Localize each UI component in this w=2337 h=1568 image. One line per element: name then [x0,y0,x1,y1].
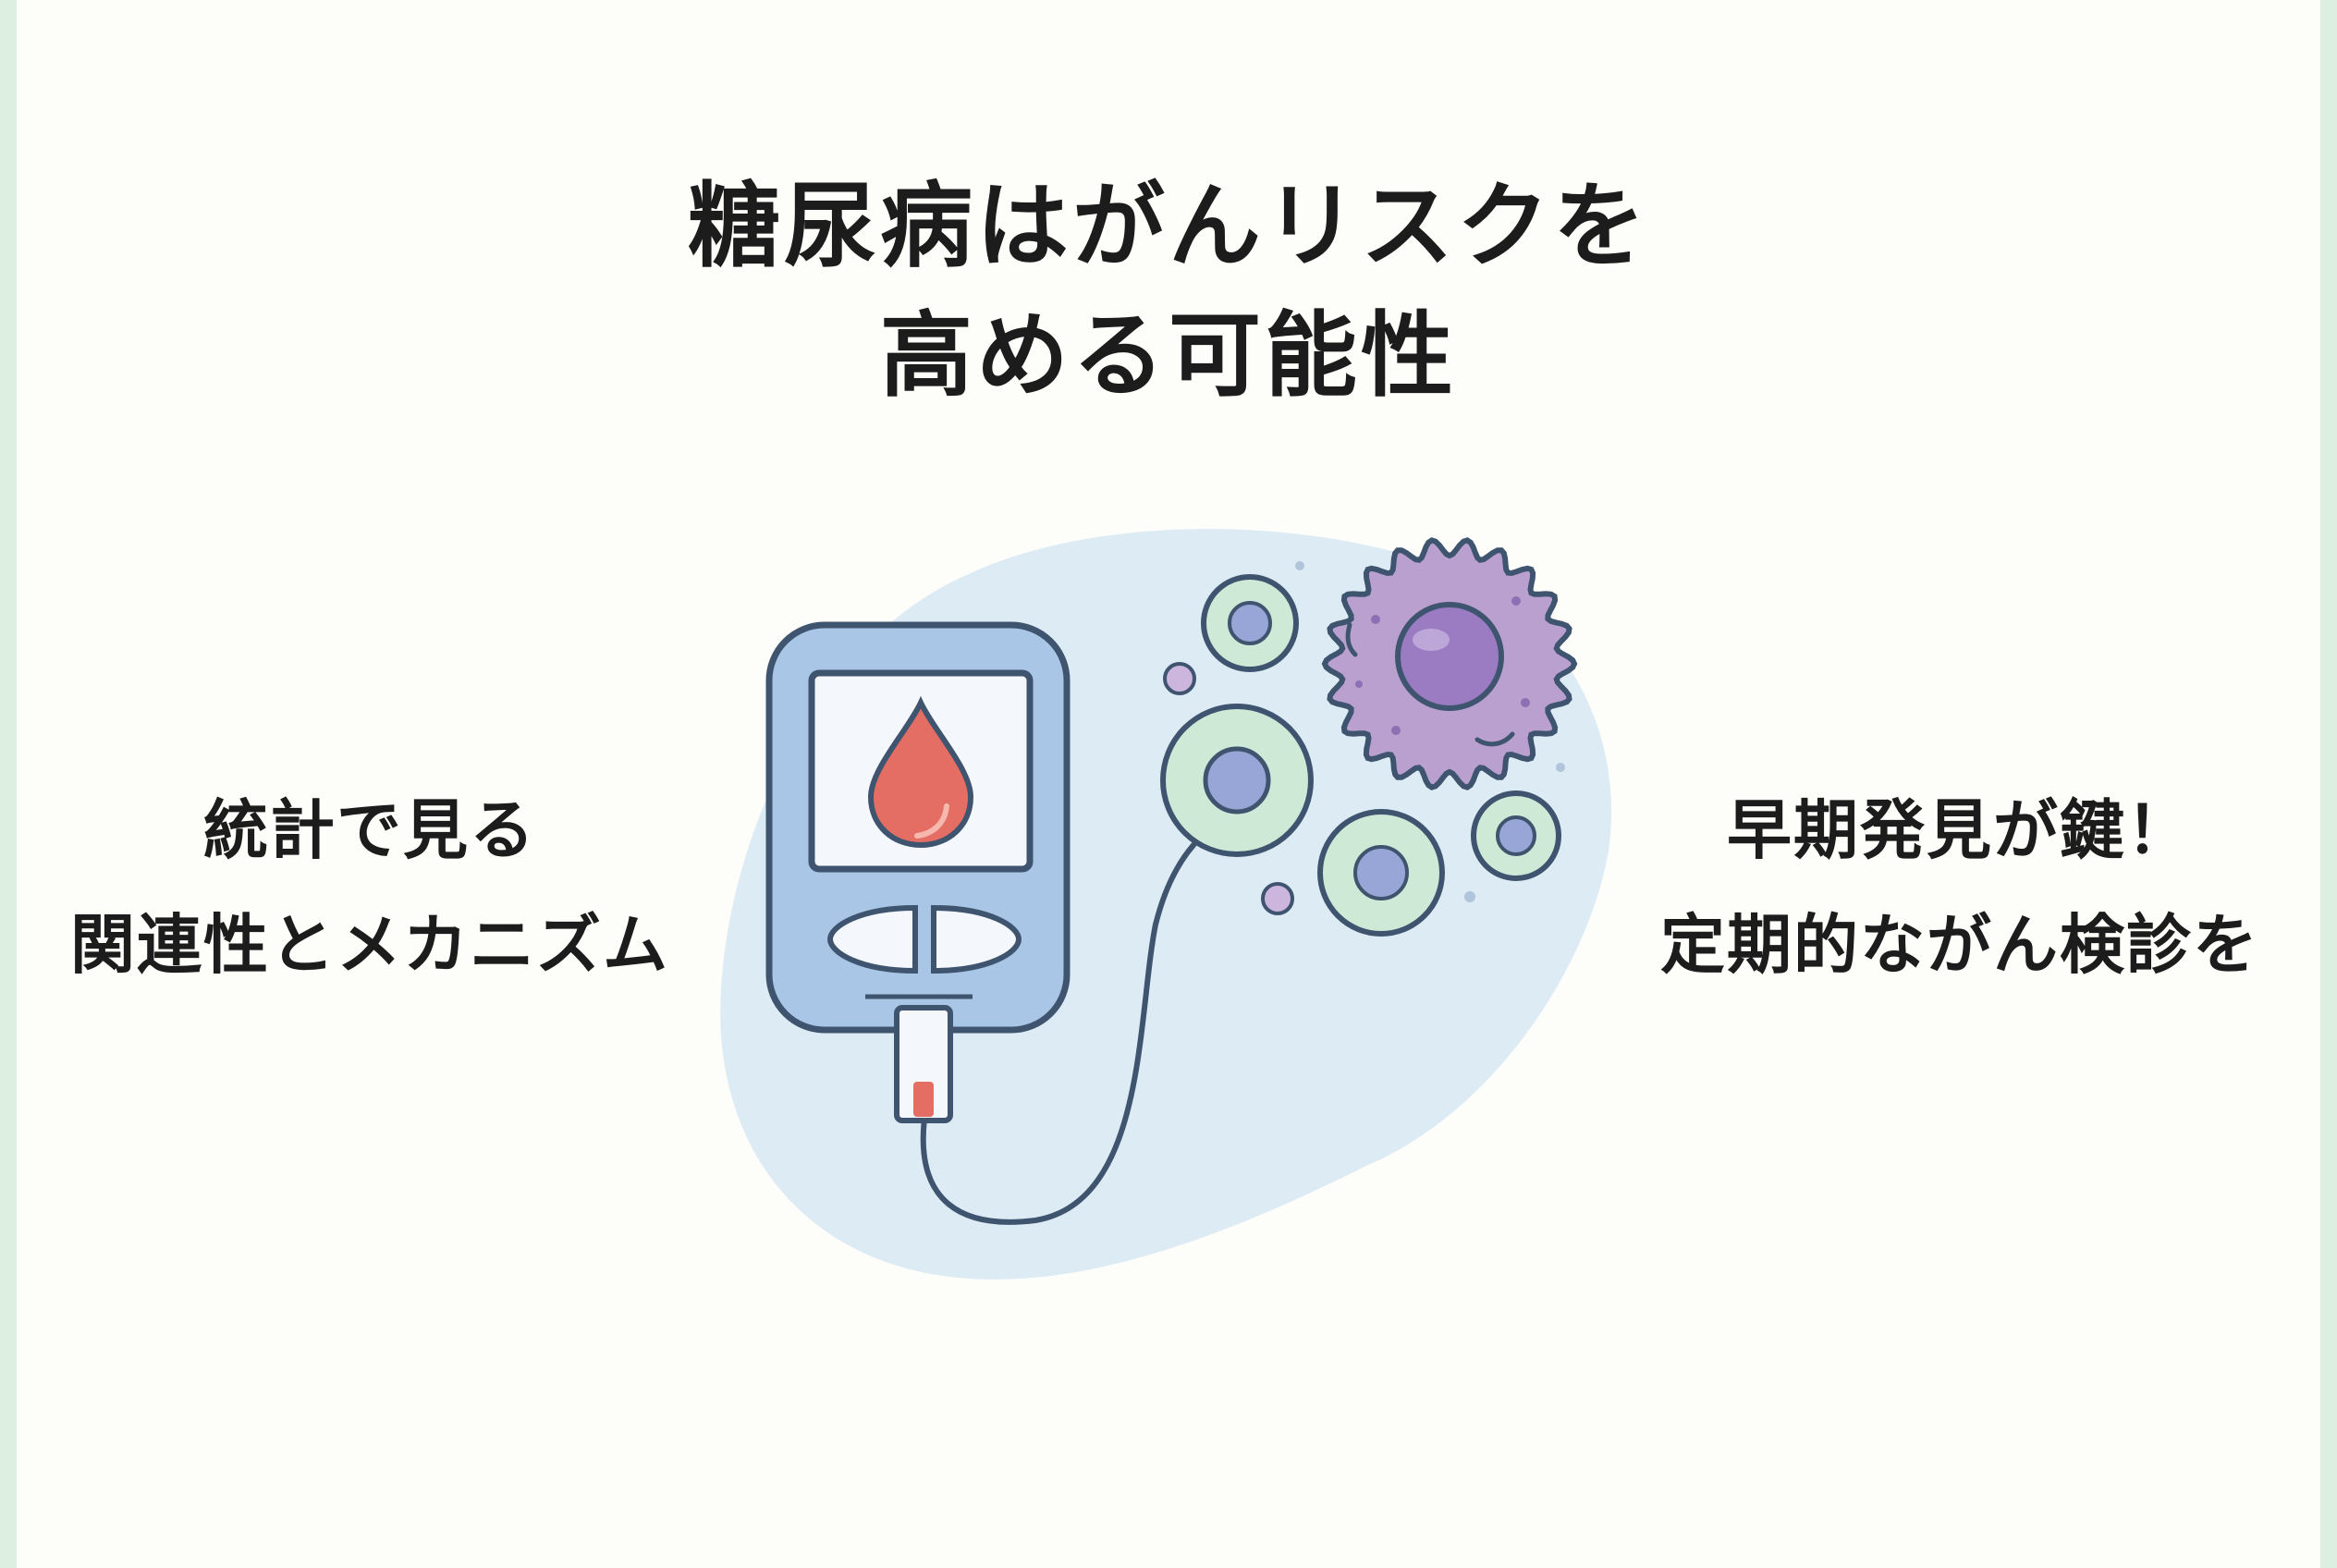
cell-icon [1160,704,1314,857]
left-border-band [0,0,17,1568]
left-caption-line-2: 関連性とメカニズム [70,907,669,983]
right-caption-line-2: 定期的ながん検診を [1660,907,2259,983]
blood-drop-icon [867,695,974,849]
right-caption: 早期発見が鍵！ 定期的ながん検診を [1609,773,2311,1002]
meter-buttons [826,904,1022,974]
dot [1163,662,1196,695]
dot [1556,763,1565,772]
connector-cable [920,811,1242,1225]
dot [1295,561,1304,570]
dot [1464,891,1475,902]
cell-icon [1471,790,1561,881]
cancer-cell-icon [1321,537,1578,790]
right-border-band [2320,0,2337,1568]
right-caption-line-1: 早期発見が鍵！ [1727,792,2193,868]
dot [1261,882,1294,915]
cell-icon [1201,574,1299,672]
title-line-1: 糖尿病はがんリスクを [688,172,1649,280]
test-strip-icon [894,1005,953,1123]
left-caption-line-1: 統計で見る [203,792,536,868]
left-caption: 統計で見る 関連性とメカニズム [28,773,712,1002]
cell-icon [1317,809,1445,937]
title-line-2: 高める可能性 [880,301,1457,410]
page-title: 糖尿病はがんリスクを 高める可能性 [0,162,2337,421]
glucose-meter-icon [765,621,1071,1034]
